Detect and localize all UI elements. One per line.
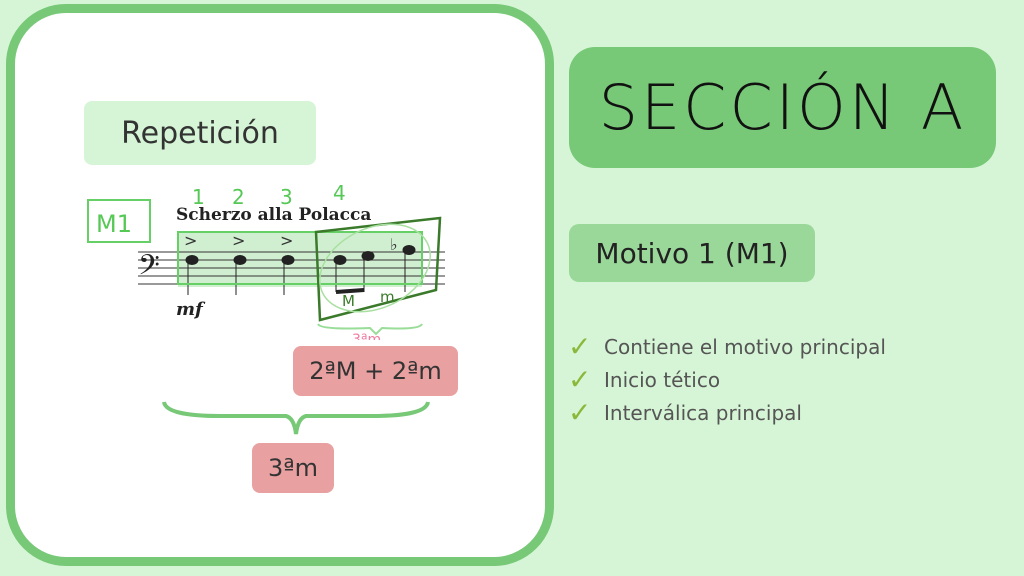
m1-tag: M1 — [96, 210, 132, 238]
svg-text:>: > — [232, 231, 245, 250]
list-item: ✓ Contiene el motivo principal — [568, 330, 886, 363]
feature-list: ✓ Contiene el motivo principal ✓ Inicio té… — [568, 330, 886, 429]
list-item-text: Interválica principal — [604, 400, 802, 425]
subtitle: Motivo 1 (M1) — [569, 224, 815, 282]
svg-text:𝄢: 𝄢 — [138, 249, 160, 289]
svg-text:>: > — [184, 231, 197, 250]
check-icon: ✓ — [568, 330, 592, 363]
interval-pill-third: 3ªm — [252, 443, 334, 493]
check-icon: ✓ — [568, 363, 592, 396]
beat-1: 1 — [192, 185, 205, 209]
check-icon: ✓ — [568, 396, 592, 429]
list-item: ✓ Inicio tético — [568, 363, 886, 396]
list-item-text: Inicio tético — [604, 367, 721, 392]
interval-major: M — [342, 292, 355, 310]
beat-2: 2 — [232, 185, 245, 209]
score-excerpt: M1 1 2 3 4 Scherzo alla Polacca 𝄢 >>>♭ m… — [87, 181, 445, 340]
page-title: SECCIÓN A — [569, 47, 996, 168]
curly-brace — [162, 401, 430, 435]
pink-annotation: 3ªm — [352, 332, 381, 340]
beat-numbers: 1 2 3 4 — [192, 181, 346, 209]
beat-3: 3 — [280, 185, 293, 209]
m1-tag-box — [87, 199, 151, 243]
svg-text:>: > — [280, 231, 293, 250]
interval-pill-seconds: 2ªM + 2ªm — [293, 346, 458, 396]
dynamic-mark: mf — [176, 299, 206, 320]
interval-minor: m — [380, 288, 395, 306]
svg-text:♭: ♭ — [390, 235, 398, 254]
score-title: Scherzo alla Polacca — [176, 205, 371, 225]
list-item-text: Contiene el motivo principal — [604, 334, 886, 359]
repetition-label: Repetición — [84, 101, 316, 165]
list-item: ✓ Interválica principal — [568, 396, 886, 429]
beat-4: 4 — [333, 181, 346, 205]
